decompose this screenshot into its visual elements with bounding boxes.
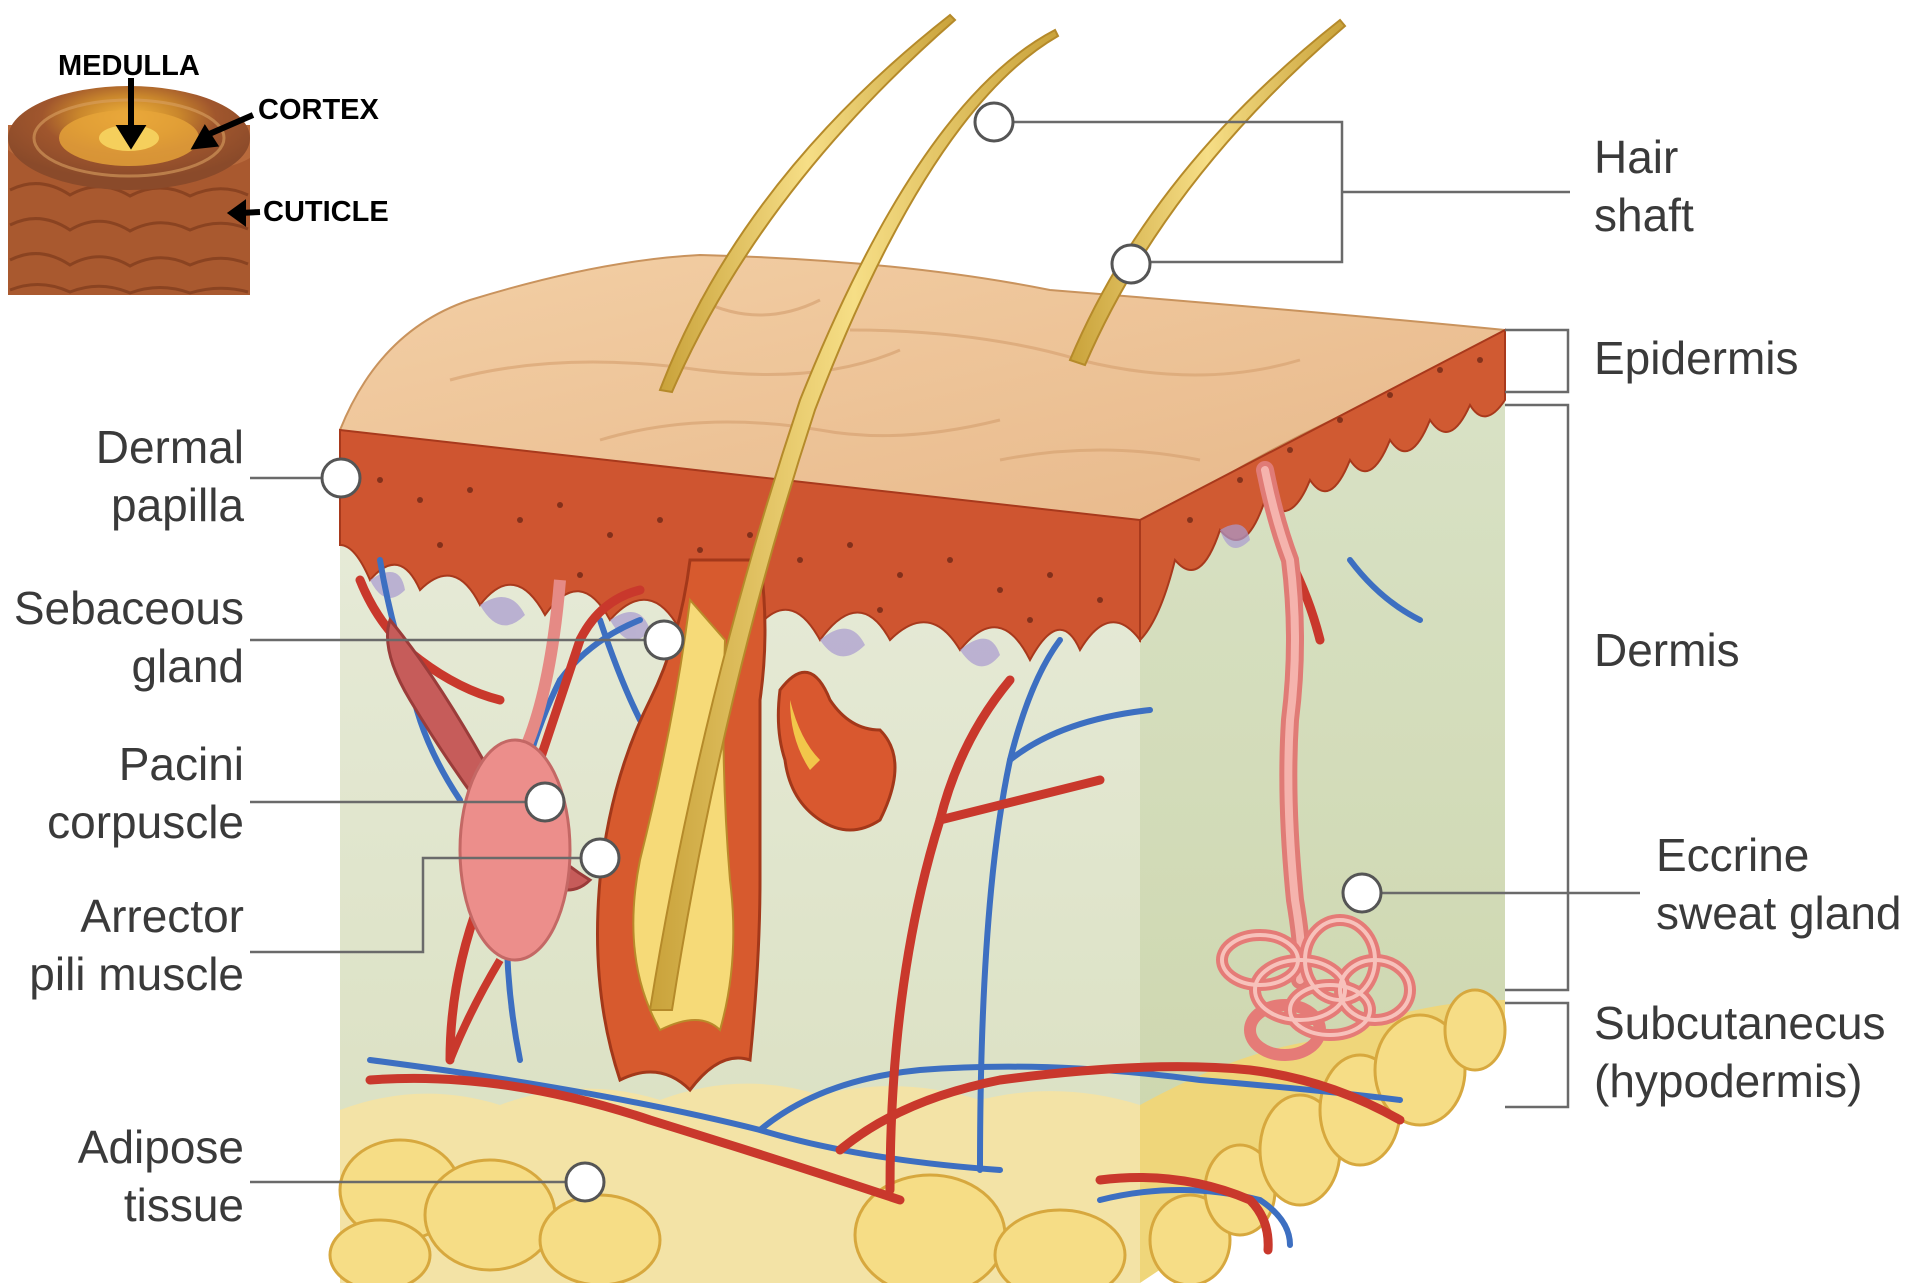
marker-eccrine-gland: [1343, 874, 1381, 912]
label-dermal-papilla: Dermal papilla: [96, 418, 244, 534]
label-arrector-line1: Arrector: [29, 887, 244, 945]
label-hair-shaft-line1: Hair: [1594, 128, 1694, 186]
marker-sebaceous-gland: [645, 621, 683, 659]
label-pacini-line1: Pacini: [47, 735, 244, 793]
label-sebaceous-line1: Sebaceous: [14, 579, 244, 637]
label-eccrine-line1: Eccrine: [1656, 826, 1902, 884]
label-sebaceous-line2: gland: [14, 637, 244, 695]
inset-label-cortex: CORTEX: [258, 94, 379, 127]
label-adipose-line1: Adipose: [78, 1118, 244, 1176]
label-adipose-line2: tissue: [78, 1176, 244, 1234]
inset-label-medulla: MEDULLA: [58, 50, 200, 83]
marker-arrector-pili: [581, 839, 619, 877]
label-subcutaneous-line1: Subcutanecus: [1594, 994, 1886, 1052]
label-pacini-corpuscle: Pacini corpuscle: [47, 735, 244, 851]
label-sebaceous-gland: Sebaceous gland: [14, 579, 244, 695]
label-hair-shaft: Hair shaft: [1594, 128, 1694, 244]
marker-pacini-corpuscle: [526, 783, 564, 821]
label-adipose-tissue: Adipose tissue: [78, 1118, 244, 1234]
label-pacini-line2: corpuscle: [47, 793, 244, 851]
marker-adipose: [566, 1163, 604, 1201]
label-arrector-line2: pili muscle: [29, 945, 244, 1003]
label-subcutaneous-line2: (hypodermis): [1594, 1052, 1886, 1110]
label-epidermis: Epidermis: [1594, 329, 1799, 387]
marker-dermal-papilla: [322, 459, 360, 497]
marker-hair-shaft-2: [1112, 245, 1150, 283]
inset-label-cuticle: CUTICLE: [263, 196, 389, 229]
label-arrector-pili-muscle: Arrector pili muscle: [29, 887, 244, 1003]
label-dermal-papilla-line2: papilla: [96, 476, 244, 534]
label-eccrine-sweat-gland: Eccrine sweat gland: [1656, 826, 1902, 942]
marker-hair-shaft-1: [975, 103, 1013, 141]
label-subcutaneous: Subcutanecus (hypodermis): [1594, 994, 1886, 1110]
label-eccrine-line2: sweat gland: [1656, 884, 1902, 942]
label-hair-shaft-line2: shaft: [1594, 186, 1694, 244]
label-dermal-papilla-line1: Dermal: [96, 418, 244, 476]
label-dermis: Dermis: [1594, 621, 1740, 679]
